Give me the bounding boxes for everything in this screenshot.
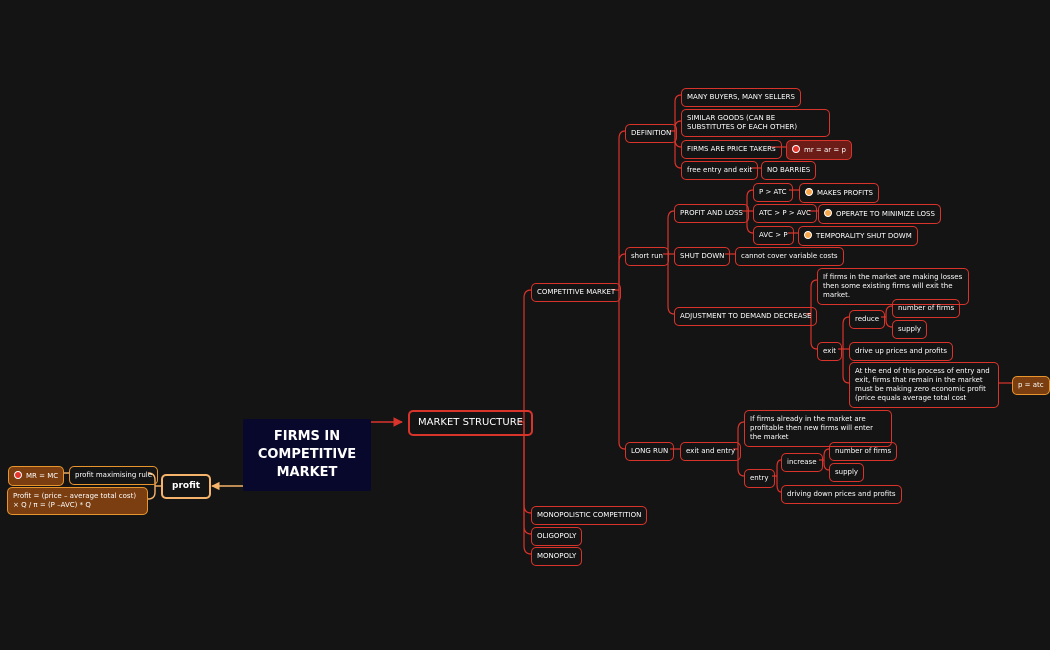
exit-and-entry-node[interactable]: exit and entry bbox=[680, 442, 742, 461]
market-structure-node[interactable]: MARKET STRUCTURE bbox=[408, 410, 533, 436]
reduce-supply-node[interactable]: supply bbox=[892, 320, 928, 339]
cannot-cover-costs-node[interactable]: cannot cover variable costs bbox=[735, 247, 844, 266]
price-takers-node[interactable]: FIRMS ARE PRICE TAKERs bbox=[681, 140, 782, 159]
priority-marker-icon bbox=[792, 145, 800, 153]
central-topic[interactable]: FIRMS IN COMPETITIVE MARKET bbox=[243, 419, 371, 491]
short-run-node[interactable]: short run bbox=[625, 247, 669, 266]
entry-node[interactable]: entry bbox=[744, 469, 775, 488]
monopolistic-competition-node[interactable]: MONOPOLISTIC COMPETITION bbox=[531, 506, 648, 525]
mr-mc-node[interactable]: MR = MC bbox=[8, 466, 65, 486]
p-equals-atc-node[interactable]: p = atc bbox=[1012, 376, 1050, 395]
long-run-node[interactable]: LONG RUN bbox=[625, 442, 675, 461]
exit-node[interactable]: exit bbox=[817, 342, 843, 361]
competitive-market-node[interactable]: COMPETITIVE MARKET bbox=[531, 283, 622, 302]
increase-node[interactable]: increase bbox=[781, 453, 823, 472]
profitable-entry-text-node[interactable]: If firms already in the market are profi… bbox=[744, 410, 892, 447]
monopoly-node[interactable]: MONOPOLY bbox=[531, 547, 583, 566]
makes-profits-node[interactable]: MAKES PROFITS bbox=[799, 183, 879, 203]
similar-goods-node[interactable]: SIMILAR GOODS (CAN BE SUBSTITUTES OF EAC… bbox=[681, 109, 830, 137]
priority-marker-icon bbox=[805, 188, 813, 196]
profit-formula-node[interactable]: Profit = (price – average total cost) × … bbox=[7, 487, 148, 515]
operate-minimize-loss-node[interactable]: OPERATE TO MINIMIZE LOSS bbox=[818, 204, 941, 224]
many-buyers-sellers-node[interactable]: MANY BUYERS, MANY SELLERS bbox=[681, 88, 801, 107]
shut-down-node[interactable]: SHUT DOWN bbox=[674, 247, 731, 266]
driving-down-prices-node[interactable]: driving down prices and profits bbox=[781, 485, 902, 504]
profit-and-loss-node[interactable]: PROFIT AND LOSS bbox=[674, 204, 749, 223]
priority-marker-icon bbox=[824, 209, 832, 217]
temporality-shut-down-node[interactable]: TEMPORALITY SHUT DOWM bbox=[798, 226, 918, 246]
free-entry-exit-node[interactable]: free entry and exit bbox=[681, 161, 759, 180]
adjustment-demand-decrease-node[interactable]: ADJUSTMENT TO DEMAND DECREASE bbox=[674, 307, 818, 326]
avc-gt-p-node[interactable]: AVC > P bbox=[753, 226, 794, 245]
profit-rule-node[interactable]: profit maximising rule bbox=[69, 466, 159, 485]
zero-profit-text-node[interactable]: At the end of this process of entry and … bbox=[849, 362, 999, 408]
profit-node[interactable]: profit bbox=[161, 474, 212, 499]
increase-supply-node[interactable]: supply bbox=[829, 463, 865, 482]
oligopoly-node[interactable]: OLIGOPOLY bbox=[531, 527, 583, 546]
mr-ar-p-node[interactable]: mr = ar = p bbox=[786, 140, 852, 160]
increase-number-of-firms-node[interactable]: number of firms bbox=[829, 442, 898, 461]
priority-marker-icon bbox=[14, 471, 22, 479]
drive-up-prices-node[interactable]: drive up prices and profits bbox=[849, 342, 953, 361]
reduce-node[interactable]: reduce bbox=[849, 310, 886, 329]
p-gt-atc-node[interactable]: P > ATC bbox=[753, 183, 793, 202]
atc-p-avc-node[interactable]: ATC > P > AVC bbox=[753, 204, 817, 223]
priority-marker-icon bbox=[804, 231, 812, 239]
reduce-number-of-firms-node[interactable]: number of firms bbox=[892, 299, 961, 318]
no-barries-node[interactable]: NO BARRIES bbox=[761, 161, 817, 180]
definition-node[interactable]: DEFINITION bbox=[625, 124, 678, 143]
